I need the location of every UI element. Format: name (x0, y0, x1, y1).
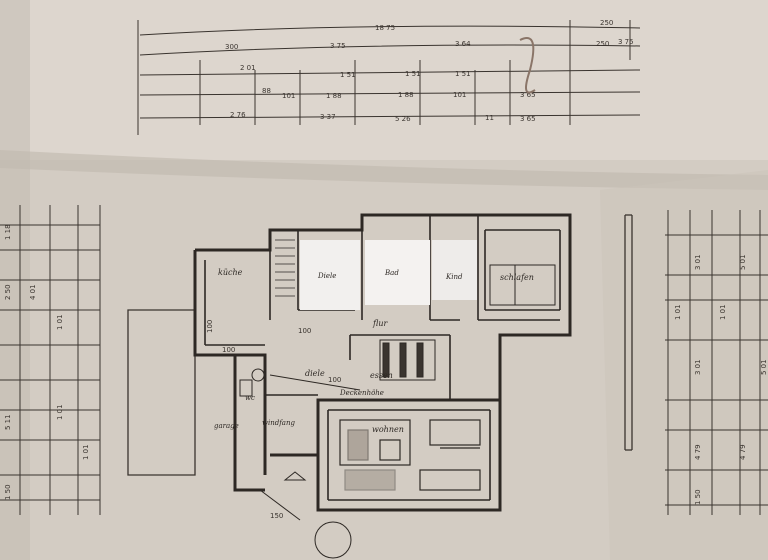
room-label-entry: diele (305, 369, 325, 378)
measure-label: 100 (206, 320, 214, 333)
measure-label: 100 (298, 327, 311, 335)
dim-label: 3 64 (455, 40, 471, 48)
dim-label: 300 (225, 43, 238, 51)
paper-crease (0, 150, 768, 190)
redaction-patch (365, 240, 430, 305)
room-label-child: Kind (445, 273, 463, 281)
dim-label: 1 51 (405, 70, 421, 78)
site-outline (127, 214, 633, 476)
room-labels: küche Diele Bad Kind schlafen flur essen… (214, 268, 534, 434)
dim-label: 1 01 (56, 404, 64, 420)
dim-label: 5 11 (4, 414, 12, 430)
dim-label: 2 76 (230, 111, 246, 119)
dim-label: 101 (453, 91, 466, 99)
right-dimension-labels: 3 01 5 01 3 01 5 01 1 01 1 01 4 79 4 79 … (674, 254, 768, 505)
dim-label: 3 65 (520, 115, 536, 123)
dim-label: 3 75 (618, 38, 634, 46)
dim-label: 2 50 (4, 284, 12, 300)
dim-label: 1 01 (82, 444, 90, 460)
dim-label: 3 75 (330, 42, 346, 50)
top-dimension-labels: 18 75 250 300 3 75 3 64 250 3 75 2 01 1 … (225, 19, 634, 123)
dim-label: 3 37 (320, 113, 336, 121)
measure-label: 150 (270, 512, 283, 520)
left-dimension-chains (0, 205, 101, 515)
dim-label: 5 26 (395, 115, 411, 123)
dim-label: 1 50 (694, 489, 702, 505)
dim-label: 5 01 (760, 359, 768, 375)
dim-label: 1 01 (719, 304, 727, 320)
room-label-garage: garage (214, 422, 239, 430)
dim-label: 1 01 (56, 314, 64, 330)
bed (489, 264, 556, 306)
clip-mark (519, 37, 536, 94)
dining-table (379, 339, 436, 381)
dim-label: 18 75 (375, 24, 395, 32)
exterior-walls (193, 213, 572, 512)
room-label-hallway: flur (372, 319, 388, 328)
measure-label: 100 (328, 376, 341, 384)
dim-label: 3 65 (520, 91, 536, 99)
room-label-vestibule: windfang (262, 419, 295, 427)
dim-label: 4 79 (694, 444, 702, 460)
dim-label: 1 51 (340, 71, 356, 79)
top-dimension-chains (137, 20, 641, 135)
dim-label: 3 01 (694, 254, 702, 270)
living-room-furniture (339, 419, 481, 491)
dim-label: 4 79 (739, 444, 747, 460)
dim-label: 3 01 (694, 359, 702, 375)
room-label-bath: Bad (384, 269, 399, 277)
paper-shadow-right (600, 170, 768, 560)
dim-label: 250 (600, 19, 613, 27)
dim-label: 88 (262, 87, 271, 95)
right-dimension-chains (665, 210, 768, 515)
dim-label: 1 50 (4, 484, 12, 500)
room-label-dining: essen (370, 371, 393, 380)
redaction-patch (300, 240, 360, 310)
dim-label: 5 01 (739, 254, 747, 270)
dim-label: 2 01 (240, 64, 256, 72)
dim-label: 1 51 (455, 70, 471, 78)
room-label-ceiling: Deckenhöhe (339, 389, 384, 397)
dim-label: 4 01 (29, 284, 37, 300)
measure-labels: 100 100 100 100 150 (206, 320, 341, 520)
dim-label: 250 (596, 40, 609, 48)
entrance-path (259, 374, 361, 559)
measure-label: 100 (222, 346, 235, 354)
left-dimension-labels: 2 50 4 01 1 18 5 11 1 50 1 01 1 01 1 01 (4, 224, 90, 500)
dim-label: 11 (485, 114, 494, 122)
dim-label: 1 18 (4, 224, 12, 240)
dim-label: 1 88 (398, 91, 414, 99)
room-label-wc: wc (245, 394, 255, 402)
room-label-diele-top: Diele (317, 272, 336, 280)
room-label-bedroom: schlafen (500, 273, 534, 282)
dim-label: 1 88 (326, 92, 342, 100)
stairs (275, 239, 295, 297)
dim-label: 1 01 (674, 304, 682, 320)
redaction-patch (432, 240, 477, 300)
wc-fixtures (239, 368, 265, 397)
room-label-kitchen: küche (218, 268, 243, 277)
dim-label: 101 (282, 92, 295, 100)
redaction-patches (300, 240, 477, 310)
room-label-living: wohnen (372, 425, 404, 434)
